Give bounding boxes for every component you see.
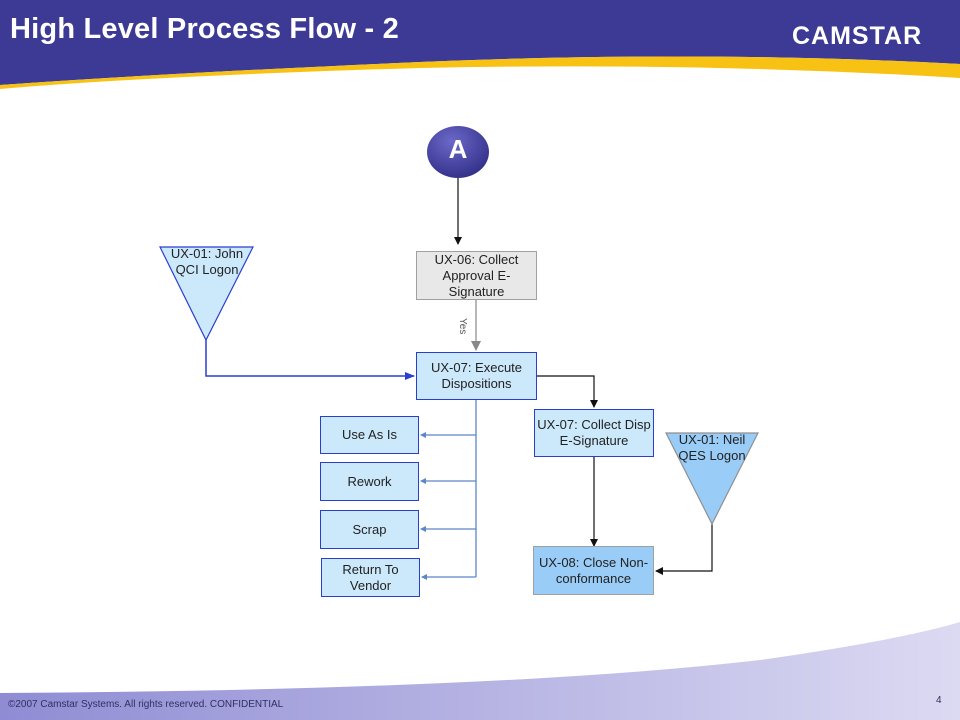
slide-title: High Level Process Flow - 2 (10, 13, 399, 45)
footer-copyright: ©2007 Camstar Systems. All rights reserv… (8, 699, 284, 710)
edge-neil-to-ux08 (655, 522, 713, 575)
node-ux07-execute-label: UX-07: Execute Dispositions (430, 360, 523, 391)
node-ux07-collect-label: UX-07: Collect Disp E-Signature (537, 417, 651, 448)
edge-label-yes: Yes (457, 318, 468, 335)
footer-band (0, 622, 960, 720)
node-scrap-label: Scrap (352, 521, 387, 537)
node-ux07-collect: UX-07: Collect Disp E-Signature (534, 409, 654, 457)
node-ux06-label: UX-06: Collect Approval E-Signature (434, 251, 519, 299)
node-use-as-is: Use As Is (320, 416, 419, 454)
node-return-to-vendor-label: Return To Vendor (342, 561, 399, 593)
edge-ux07-to-collect (536, 375, 598, 408)
connector-circle-a (427, 126, 489, 178)
node-use-as-is-label: Use As Is (342, 427, 397, 442)
node-ux01-john-label: UX-01: John QCI Logon (170, 246, 244, 277)
triangle-john (159, 246, 254, 342)
node-rework-label: Rework (347, 473, 392, 489)
connector-label: A (448, 134, 468, 164)
node-ux07-execute: UX-07: Execute Dispositions (416, 352, 537, 400)
page-number: 4 (936, 695, 942, 706)
node-ux08: UX-08: Close Non-conformance (533, 546, 654, 595)
node-return-to-vendor: Return To Vendor (321, 558, 420, 597)
header-band (0, 0, 960, 85)
node-ux08-label: UX-08: Close Non-conformance (538, 554, 649, 586)
node-ux01-neil-label: UX-01: Neil QES Logon (678, 432, 746, 463)
node-rework: Rework (320, 462, 419, 501)
node-scrap: Scrap (320, 510, 419, 549)
triangle-neil (665, 432, 759, 526)
node-ux06: UX-06: Collect Approval E-Signature (416, 251, 537, 300)
edge-john-to-ux07 (205, 340, 415, 380)
camstar-logo: CAMSTAR (792, 22, 923, 50)
header-stripe (0, 56, 960, 89)
